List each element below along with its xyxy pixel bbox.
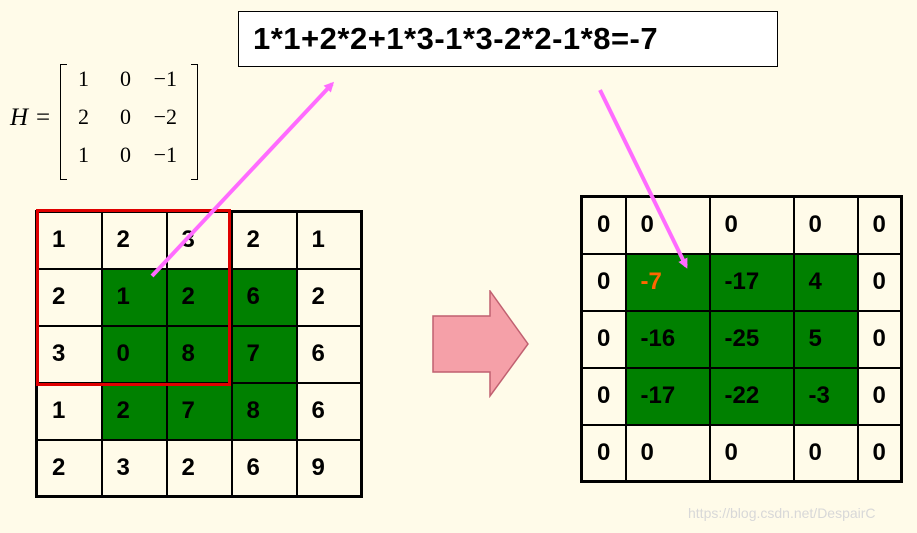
formula-box: 1*1+2*2+1*3-1*3-2*2-1*8=-7 bbox=[238, 11, 778, 67]
grid-cell: 6 bbox=[295, 324, 363, 384]
grid-cell: 9 bbox=[295, 438, 363, 498]
grid-cell: 6 bbox=[230, 267, 298, 327]
grid-cell: 2 bbox=[230, 210, 298, 270]
grid-cell: 1 bbox=[295, 210, 363, 270]
grid-cell: -7 bbox=[624, 252, 711, 312]
kernel-cell: 1 bbox=[78, 66, 89, 91]
grid-cell: 2 bbox=[165, 438, 233, 498]
grid-cell: -16 bbox=[624, 309, 711, 369]
formula-text: 1*1+2*2+1*3-1*3-2*2-1*8=-7 bbox=[253, 21, 659, 56]
right-arrow-icon bbox=[432, 290, 529, 398]
kernel-cell: 0 bbox=[120, 142, 131, 167]
grid-cell: 0 bbox=[100, 324, 168, 384]
grid-cell: 0 bbox=[792, 195, 859, 255]
grid-cell: -3 bbox=[792, 366, 859, 426]
kernel-label: H bbox=[10, 104, 29, 131]
grid-cell: 0 bbox=[624, 195, 711, 255]
grid-cell: 0 bbox=[792, 423, 859, 483]
kernel-cell: 0 bbox=[120, 66, 131, 91]
grid-cell: 2 bbox=[35, 438, 103, 498]
grid-cell: 2 bbox=[295, 267, 363, 327]
grid-cell: 0 bbox=[580, 195, 627, 255]
kernel-equals: = bbox=[36, 104, 51, 131]
grid-cell: 1 bbox=[35, 381, 103, 441]
grid-cell: 3 bbox=[35, 324, 103, 384]
grid-cell: 0 bbox=[580, 366, 627, 426]
grid-cell: 3 bbox=[100, 438, 168, 498]
grid-cell: 6 bbox=[295, 381, 363, 441]
grid-cell: 4 bbox=[792, 252, 859, 312]
grid-cell: 7 bbox=[165, 381, 233, 441]
kernel-cell: 1 bbox=[78, 142, 89, 167]
grid-cell: -22 bbox=[708, 366, 795, 426]
kernel-cell: −2 bbox=[153, 104, 177, 129]
grid-cell: 0 bbox=[856, 252, 903, 312]
grid-cell: 6 bbox=[230, 438, 298, 498]
kernel-window-highlight bbox=[36, 209, 231, 386]
kernel-cell: 2 bbox=[78, 104, 89, 129]
kernel-cell: −1 bbox=[153, 142, 177, 167]
kernel-cell: −1 bbox=[153, 66, 177, 91]
watermark: https://blog.csdn.net/DespairC bbox=[688, 505, 876, 521]
grid-cell: 0 bbox=[624, 423, 711, 483]
grid-cell: 8 bbox=[165, 324, 233, 384]
grid-cell: -17 bbox=[624, 366, 711, 426]
grid-cell: 0 bbox=[708, 195, 795, 255]
grid-cell: 0 bbox=[580, 309, 627, 369]
kernel-matrix: 1 0 −1 2 0 −2 1 0 −1 bbox=[60, 64, 198, 180]
grid-cell: 0 bbox=[580, 252, 627, 312]
grid-cell: 2 bbox=[100, 381, 168, 441]
grid-cell: -25 bbox=[708, 309, 795, 369]
grid-cell: 8 bbox=[230, 381, 298, 441]
kernel-cell: 0 bbox=[120, 104, 131, 129]
grid-cell: 0 bbox=[580, 423, 627, 483]
grid-cell: 0 bbox=[708, 423, 795, 483]
grid-cell: 0 bbox=[856, 309, 903, 369]
grid-cell: 0 bbox=[856, 195, 903, 255]
grid-cell: 5 bbox=[792, 309, 859, 369]
grid-cell: 0 bbox=[856, 423, 903, 483]
grid-cell: 7 bbox=[230, 324, 298, 384]
grid-cell: -17 bbox=[708, 252, 795, 312]
grid-cell: 0 bbox=[856, 366, 903, 426]
